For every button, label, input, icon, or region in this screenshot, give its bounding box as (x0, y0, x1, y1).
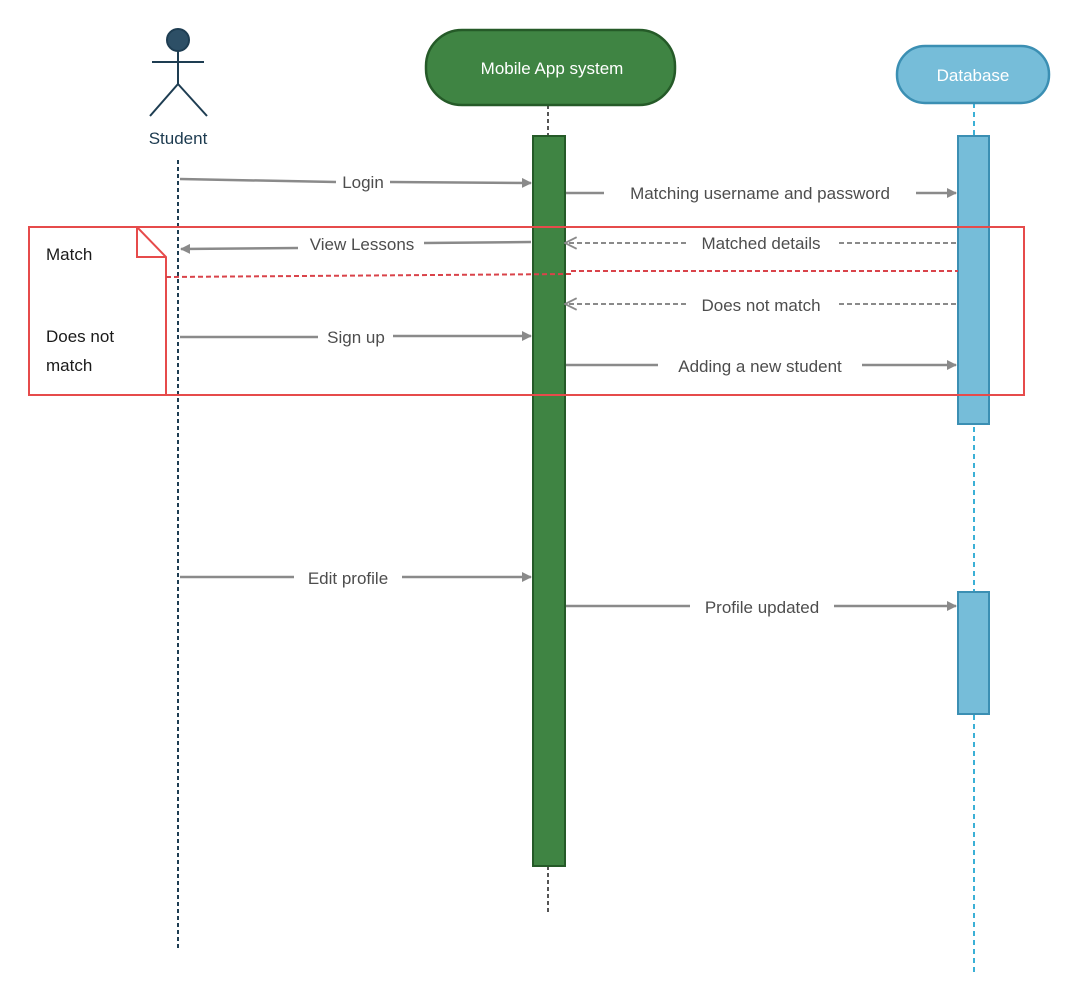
app-participant-box (424, 28, 677, 107)
message-login: Login (179, 173, 532, 192)
app-participant-label: Mobile App system (481, 59, 624, 78)
message-label: Matching username and password (630, 184, 890, 203)
database-activation-bar (957, 135, 990, 425)
message-sign-up: Sign up (180, 328, 532, 347)
student-label: Student (149, 129, 208, 148)
app-activation-bar (532, 135, 566, 867)
message-label: Edit profile (308, 569, 388, 588)
message-label: Matched details (701, 234, 820, 253)
database-participant-label: Database (937, 66, 1010, 85)
message-label: Adding a new student (678, 357, 842, 376)
message-label: Login (342, 173, 384, 192)
alt-fragment (28, 226, 1025, 396)
message-does-not-match: Does not match (565, 296, 956, 315)
message-profile-updated: Profile updated (566, 598, 957, 617)
message-label: Profile updated (705, 598, 819, 617)
message-matching: Matching username and password (566, 184, 957, 203)
message-edit-profile: Edit profile (180, 569, 532, 588)
message-label: View Lessons (310, 235, 415, 254)
note-icon (28, 226, 167, 396)
message-label: Sign up (327, 328, 385, 347)
fragment-condition-no-match: Does not match (46, 327, 119, 375)
message-view-lessons: View Lessons (180, 235, 532, 254)
stick-figure-icon (149, 28, 208, 117)
message-matched-details: Matched details (565, 234, 956, 253)
fragment-condition-match: Match (46, 245, 92, 264)
message-label: Does not match (701, 296, 820, 315)
message-adding-student: Adding a new student (566, 357, 957, 376)
database-activation-bar (957, 591, 990, 715)
fragment-divider (165, 270, 958, 278)
database-participant-box (895, 44, 1051, 105)
